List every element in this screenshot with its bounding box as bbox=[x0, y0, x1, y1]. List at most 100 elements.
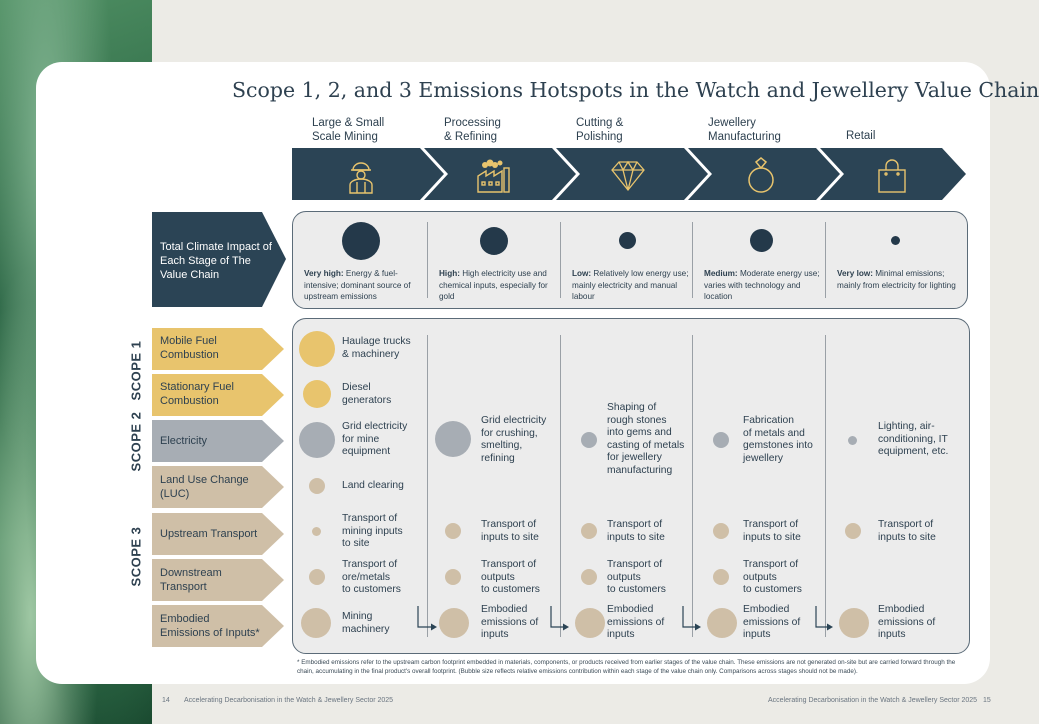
footer-text-left: Accelerating Decarbonisation in the Watc… bbox=[184, 697, 394, 704]
cell-retail-upstream: Transport of inputs to site bbox=[878, 519, 936, 543]
row-chevron-stationary-fuel bbox=[152, 374, 284, 416]
row-label-stationary-fuel: Stationary Fuel Combustion bbox=[160, 381, 234, 407]
cell-mining-mobile-fuel: Haulage trucks & machinery bbox=[342, 336, 411, 360]
bubble-mining-embodied bbox=[301, 608, 331, 638]
cell-processing-upstream: Transport of inputs to site bbox=[481, 519, 539, 543]
row-chevron-electricity bbox=[152, 420, 284, 462]
bubble-retail-embodied bbox=[839, 608, 869, 638]
bubble-cutting-upstream bbox=[581, 523, 597, 539]
impact-desc-mining: Very high: Energy & fuel-intensive; domi… bbox=[304, 269, 411, 301]
impact-bubble-jewellery bbox=[750, 229, 773, 252]
stage-label-retail: Retail bbox=[846, 130, 876, 142]
chevron-mining bbox=[292, 148, 444, 200]
factory-icon bbox=[477, 159, 510, 193]
row-label-mobile-fuel: Mobile Fuel Combustion bbox=[160, 335, 219, 361]
impact-divider bbox=[427, 222, 428, 298]
row-chevron-luc bbox=[152, 466, 284, 508]
bubble-cutting-downstream bbox=[581, 569, 597, 585]
row-label-upstream: Upstream Transport bbox=[160, 528, 258, 540]
cell-mining-electricity: Grid electricity for mine equipment bbox=[342, 421, 408, 457]
row-label-embodied: Embodied Emissions of Inputs* bbox=[160, 613, 260, 639]
bubble-retail-electricity bbox=[848, 436, 857, 445]
ring-icon bbox=[748, 157, 774, 193]
cell-retail-electricity: Lighting, air- conditioning, IT equipmen… bbox=[878, 421, 949, 457]
row-chevron-downstream bbox=[152, 559, 284, 601]
cell-jewellery-downstream: Transport of outputs to customers bbox=[743, 559, 802, 595]
impact-bubble-processing bbox=[480, 227, 508, 255]
cell-cutting-electricity: Shaping of rough stones into gems and ca… bbox=[607, 402, 685, 476]
impact-desc-retail: Very low: Minimal emissions; mainly from… bbox=[837, 269, 956, 290]
stage-label-cutting: Cutting & Polishing bbox=[576, 117, 624, 143]
impact-bubble-retail bbox=[891, 236, 900, 245]
row-label-luc: Land Use Change (LUC) bbox=[160, 474, 249, 500]
chevron-jewellery bbox=[688, 148, 840, 200]
cell-mining-upstream: Transport of mining inputs to site bbox=[342, 513, 403, 549]
stage-label-mining: Large & Small Scale Mining bbox=[312, 117, 385, 143]
row-chevron-mobile-fuel bbox=[152, 328, 284, 370]
footnote: * Embodied emissions refer to the upstre… bbox=[297, 659, 956, 675]
bubble-processing-electricity bbox=[435, 421, 471, 457]
bubble-mining-stationary-fuel bbox=[303, 380, 331, 408]
impact-bubble-mining bbox=[342, 222, 380, 260]
chevron-retail bbox=[820, 148, 966, 200]
row-label-electricity: Electricity bbox=[160, 435, 208, 447]
diamond-icon bbox=[611, 160, 645, 192]
cell-processing-embodied: Embodied emissions of inputs bbox=[481, 604, 539, 640]
cell-cutting-downstream: Transport of outputs to customers bbox=[607, 559, 666, 595]
chevron-processing bbox=[424, 148, 576, 200]
cell-jewellery-electricity: Fabrication of metals and gemstones into… bbox=[743, 415, 813, 464]
matrix-divider bbox=[560, 335, 561, 637]
cell-jewellery-upstream: Transport of inputs to site bbox=[743, 519, 801, 543]
page-title: Scope 1, 2, and 3 Emissions Hotspots in … bbox=[232, 78, 1039, 102]
cell-jewellery-embodied: Embodied emissions of inputs bbox=[743, 604, 801, 640]
bubble-jewellery-electricity bbox=[713, 432, 729, 448]
arrow-icon bbox=[682, 606, 698, 628]
row-chevron-embodied bbox=[152, 605, 284, 647]
miner-icon bbox=[349, 162, 373, 194]
row-chevron-upstream bbox=[152, 513, 284, 555]
scope-matrix-panel bbox=[292, 318, 970, 654]
shopping-bag-icon bbox=[878, 159, 906, 193]
cell-cutting-upstream: Transport of inputs to site bbox=[607, 519, 665, 543]
arrow-icon bbox=[815, 606, 830, 628]
impact-heading-shape bbox=[152, 212, 286, 307]
bubble-cutting-electricity bbox=[581, 432, 597, 448]
arrow-icon bbox=[550, 606, 566, 628]
arrow-icon bbox=[417, 606, 434, 628]
cell-retail-embodied: Embodied emissions of inputs bbox=[878, 604, 936, 640]
bubble-mining-upstream bbox=[312, 527, 321, 536]
cell-processing-downstream: Transport of outputs to customers bbox=[481, 559, 540, 595]
matrix-divider bbox=[427, 335, 428, 637]
stage-label-processing: Processing & Refining bbox=[444, 117, 501, 143]
bubble-cutting-embodied bbox=[575, 608, 605, 638]
impact-divider bbox=[692, 222, 693, 298]
bubble-mining-electricity bbox=[299, 422, 335, 458]
cell-mining-luc: Land clearing bbox=[342, 480, 404, 491]
bubble-retail-upstream bbox=[845, 523, 861, 539]
impact-panel bbox=[292, 211, 968, 309]
bubble-processing-upstream bbox=[445, 523, 461, 539]
cell-mining-embodied: Mining machinery bbox=[342, 611, 390, 635]
impact-heading: Total Climate Impact of Each Stage of Th… bbox=[160, 241, 272, 281]
cell-mining-downstream: Transport of ore/metals to customers bbox=[342, 559, 401, 595]
bubble-jewellery-upstream bbox=[713, 523, 729, 539]
impact-desc-processing: High: High electricity use and chemical … bbox=[439, 269, 548, 301]
bubble-jewellery-downstream bbox=[713, 569, 729, 585]
matrix-divider bbox=[825, 335, 826, 637]
bubble-mining-luc bbox=[309, 478, 325, 494]
cell-cutting-embodied: Embodied emissions of inputs bbox=[607, 604, 665, 640]
impact-divider bbox=[825, 222, 826, 298]
bubble-mining-mobile-fuel bbox=[299, 331, 335, 367]
cell-processing-electricity: Grid electricity for crushing, smelting,… bbox=[481, 415, 547, 464]
page-number-right: 15 bbox=[983, 697, 991, 704]
bubble-jewellery-embodied bbox=[707, 608, 737, 638]
bubble-mining-downstream bbox=[309, 569, 325, 585]
bubble-processing-embodied bbox=[439, 608, 469, 638]
impact-desc-jewellery: Medium: Moderate energy use; varies with… bbox=[704, 269, 820, 301]
bubble-processing-downstream bbox=[445, 569, 461, 585]
impact-desc-cutting: Low: Relatively low energy use; mainly e… bbox=[572, 269, 689, 301]
footer-text-right: Accelerating Decarbonisation in the Watc… bbox=[768, 697, 978, 704]
impact-bubble-cutting bbox=[619, 232, 636, 249]
row-label-downstream: Downstream Transport bbox=[160, 567, 222, 593]
